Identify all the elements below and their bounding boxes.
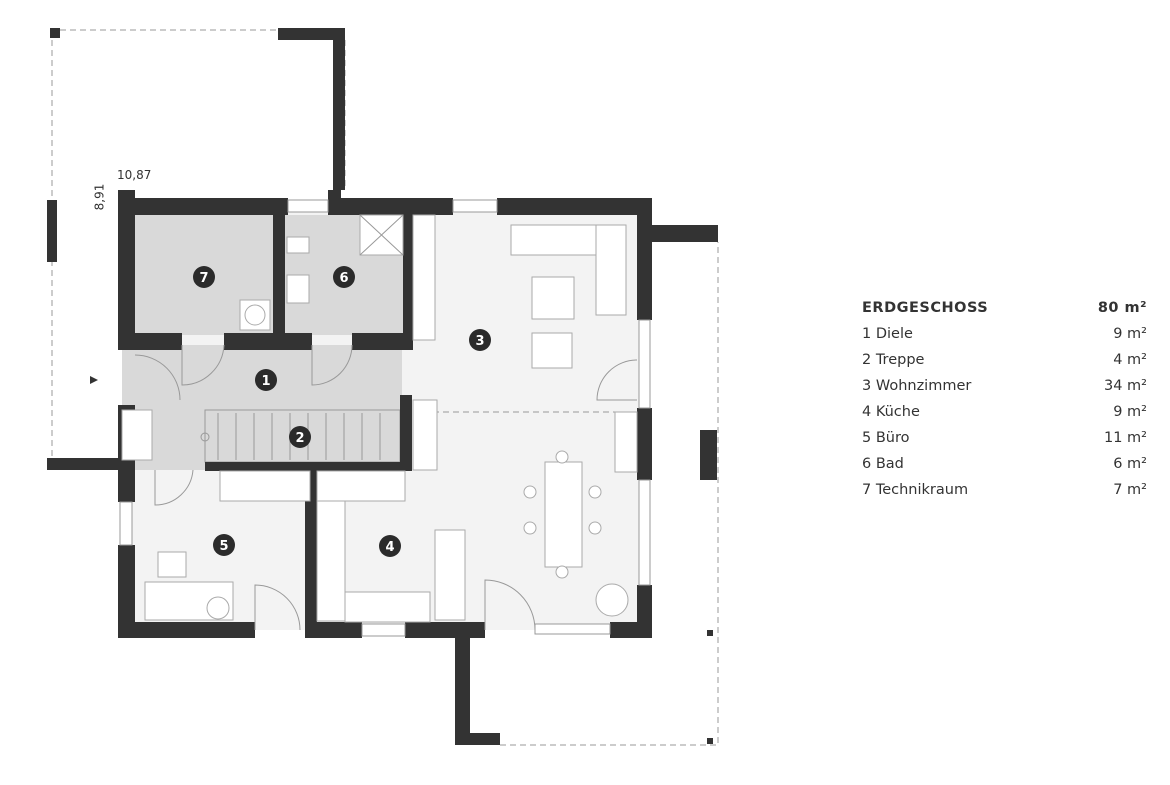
entrance-arrow-icon [90,376,98,384]
room-name: 4 Küche [862,404,920,420]
room-marker-6: 6 [333,266,355,288]
room-marker-2: 2 [289,426,311,448]
svg-text:2: 2 [295,431,304,446]
depth-dimension: 8,91 [92,183,107,211]
walls [118,190,652,638]
room-area: 6 m² [1113,456,1147,472]
legend-row: 6 Bad 6 m² [862,451,1147,477]
room-marker-4: 4 [379,535,401,557]
room-name: 3 Wohnzimmer [862,378,972,394]
svg-text:5: 5 [219,539,228,554]
legend-row: 4 Küche 9 m² [862,399,1147,425]
width-dimension: 10,87 [117,168,152,182]
room-area: 9 m² [1113,404,1147,420]
room-area: 7 m² [1113,482,1147,498]
terrace-outlines [47,28,719,746]
svg-text:1: 1 [261,374,270,389]
room-area: 9 m² [1113,326,1147,342]
windows [119,199,651,637]
legend-row: 2 Treppe 4 m² [862,347,1147,373]
legend-header: ERDGESCHOSS 80 m² [862,295,1147,321]
room-name: 1 Diele [862,326,913,342]
doors [134,344,638,631]
svg-text:7: 7 [199,271,208,286]
room-marker-3: 3 [469,329,491,351]
room-name: 6 Bad [862,456,904,472]
furniture [121,214,638,623]
room-name: 7 Technikraum [862,482,969,498]
legend-row: 3 Wohnzimmer 34 m² [862,373,1147,399]
room-markers: 1 2 3 4 5 6 7 [193,266,491,557]
room-marker-1: 1 [255,369,277,391]
room-area: 4 m² [1113,352,1147,368]
svg-text:6: 6 [339,271,348,286]
svg-text:4: 4 [385,540,394,555]
legend-title: ERDGESCHOSS [862,300,989,316]
legend-row: 1 Diele 9 m² [862,321,1147,347]
room-marker-5: 5 [213,534,235,556]
svg-text:3: 3 [475,334,484,349]
legend-total: 80 m² [1097,300,1147,316]
legend-row: 5 Büro 11 m² [862,425,1147,451]
room-area: 11 m² [1104,430,1147,446]
room-diele [122,345,402,470]
room-area: 34 m² [1104,378,1147,394]
legend-row: 7 Technikraum 7 m² [862,477,1147,503]
room-marker-7: 7 [193,266,215,288]
area-legend: ERDGESCHOSS 80 m² 1 Diele 9 m² 2 Treppe 4 … [862,295,1147,503]
room-name: 5 Büro [862,430,910,446]
room-name: 2 Treppe [862,352,925,368]
